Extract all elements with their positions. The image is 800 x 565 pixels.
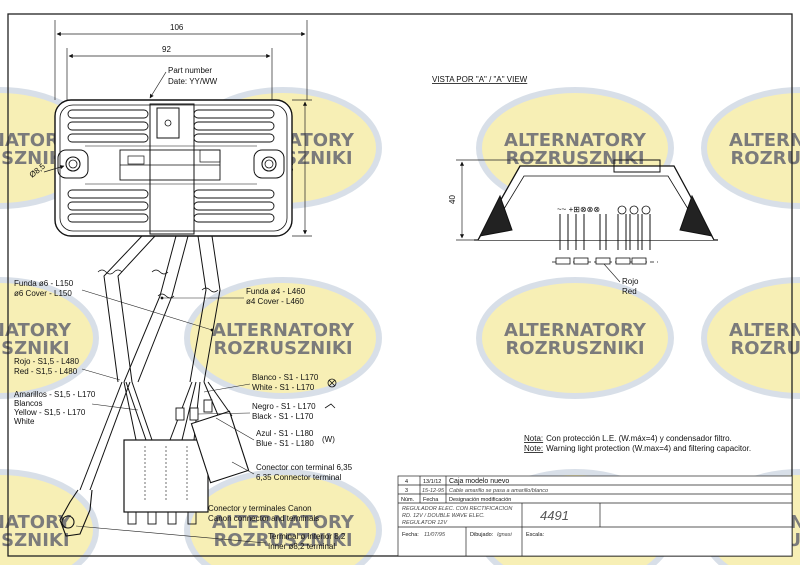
hdr-date: Fecha — [423, 497, 439, 503]
azul-en: Blue - S1 - L180 — [256, 439, 314, 448]
watermark-line1: ALTERNATORY — [729, 130, 800, 151]
rev3-num: 3 — [405, 488, 408, 494]
lamp-icon — [327, 378, 337, 388]
blanco-es: Blanco - S1 - L170 — [252, 373, 319, 382]
watermark-line1: ALTERNATORY — [0, 512, 72, 533]
rev3-desc: Cable amarillo se pasa a amarillo/blanco — [449, 488, 548, 494]
connector-635 — [190, 410, 250, 484]
watermark-line2: ROZRUSZNIKI — [0, 530, 70, 551]
canon-connector — [123, 439, 209, 525]
watermark-line2: ROZRUSZNIKI — [730, 148, 800, 169]
rev4-desc: Caja modelo nuevo — [449, 478, 509, 485]
dim-40-label: 40 — [448, 195, 457, 204]
watermark-line1: ALTERNATORY — [504, 130, 647, 151]
funda6-en: ø6 Cover - L150 — [14, 289, 72, 298]
rojo-side-es: Rojo — [622, 277, 639, 286]
amarillos-en: Yellow - S1,5 - L170 — [14, 408, 86, 417]
funda4-es: Funda ø4 - L460 — [246, 287, 306, 296]
hdr-num: Núm. — [401, 497, 415, 503]
dimension-40 — [456, 159, 540, 241]
desc-line1: REGULADOR ELEC. CON RECTIFICACION — [402, 506, 512, 512]
watermark-line1: ALTERNATORY — [504, 320, 647, 341]
dim-92-label: 92 — [162, 45, 171, 54]
watermark-line2: ROZRUSZNIKI — [730, 338, 800, 359]
rojo-es: Rojo - S1,5 - L480 — [14, 357, 79, 366]
fecha-label: Fecha: — [402, 532, 419, 538]
watermark-line1: ALTERNATORY — [729, 320, 800, 341]
desc-line3: REGULATOR 12V — [402, 520, 448, 526]
dibujado-label: Dibujado: — [470, 532, 494, 538]
view-title: VISTA POR "A" / "A" VIEW — [432, 75, 528, 84]
funda4-en: ø4 Cover - L460 — [246, 297, 304, 306]
canon-en: Canon connector and terminals — [208, 514, 319, 523]
terminal82-en: Inner ø8,2 terminal — [268, 542, 335, 551]
amarillos-en2: White — [14, 417, 35, 426]
note-es: Nota:Con protección L.E. (W.máx=4) y con… — [524, 434, 732, 443]
dim-106-label: 106 — [170, 23, 184, 32]
watermark-line1: ALTERNATORY — [212, 320, 355, 341]
escala-label: Escala: — [526, 532, 545, 538]
terminal-symbols: ~~ +⊞⊗⊗⊗ — [557, 205, 600, 214]
rojo-side-en: Red — [622, 287, 637, 296]
cable-labels: Funda ø6 - L150 ø6 Cover - L150 Funda ø4… — [14, 279, 353, 551]
conector635-en: 6,35 Connector terminal — [256, 473, 342, 482]
date-label: Date: YY/WW — [168, 77, 218, 86]
fecha-value: 11/07/95 — [424, 532, 446, 538]
amarillos-es2: Blancos — [14, 399, 42, 408]
watermark-line2: ROZRUSZNIKI — [0, 148, 70, 169]
dimension-64 — [292, 99, 312, 237]
azul-es: Azul - S1 - L180 — [256, 429, 314, 438]
azul-tag: (W) — [322, 435, 335, 444]
title-block — [397, 475, 793, 557]
negro-en: Black - S1 - L170 — [252, 412, 314, 421]
watermark-line2: ROZRUSZNIKI — [505, 338, 644, 359]
rev3-date: 15-12-95 — [422, 488, 445, 494]
part-number-label: Part number — [168, 66, 212, 75]
note-en: Note:Warning light protection (W.max=4) … — [524, 444, 751, 453]
watermark-line1: ALTERNATORY — [0, 320, 72, 341]
ring-terminal — [59, 489, 93, 537]
desc-line2: RD. 12V / DOUBLE WAVE ELEC. — [402, 513, 485, 519]
rev4-date: 13/1/12 — [423, 479, 441, 485]
hdr-desc: Designación modificación — [449, 497, 511, 503]
regulator-side-view — [474, 159, 718, 265]
canon-es: Conector y terminales Canon — [208, 504, 312, 513]
watermark-line2: ROZRUSZNIKI — [213, 338, 352, 359]
switch-icon — [324, 403, 336, 409]
blanco-en: White - S1 - L170 — [252, 383, 315, 392]
regulator-top-view — [54, 99, 293, 237]
terminal82-es: Terminal ø interior 8,2 — [268, 532, 346, 541]
dibujado-value: Ignasi — [497, 532, 512, 538]
dimension-106 — [54, 20, 308, 100]
watermark-line1: ALTERNATORY — [212, 512, 355, 533]
funda6-es: Funda ø6 - L150 — [14, 279, 74, 288]
rev4-num: 4 — [405, 479, 408, 485]
watermark-line2: ROZRUSZNIKI — [505, 148, 644, 169]
rojo-en: Red - S1,5 - L480 — [14, 367, 78, 376]
negro-es: Negro - S1 - L170 — [252, 402, 316, 411]
amarillos-es: Amarillos - S1,5 - L170 — [14, 390, 96, 399]
watermark-line1: ALTERNATORY — [0, 130, 72, 151]
drawing-number: 4491 — [540, 508, 569, 523]
conector635-es: Conector con terminal 6,35 — [256, 463, 353, 472]
watermark-line2: ROZRUSZNIKI — [213, 530, 352, 551]
watermark-line2: ROZRUSZNIKI — [0, 338, 70, 359]
wire-tags — [175, 399, 213, 421]
